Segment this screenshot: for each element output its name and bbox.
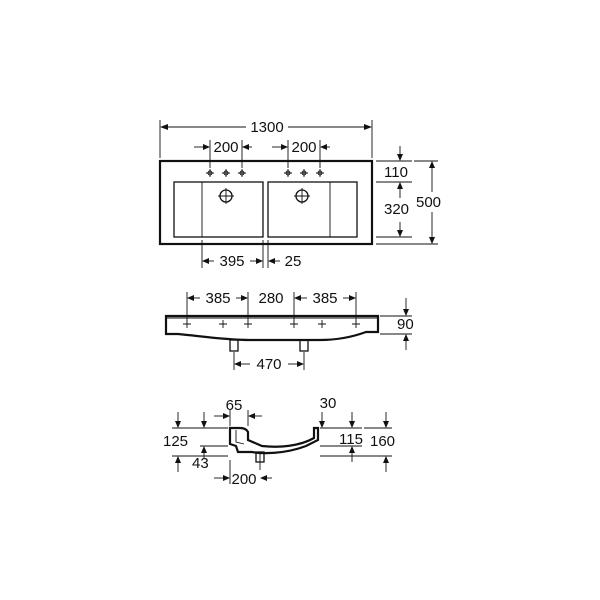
- front-view: 385 280 385 90 470: [164, 290, 414, 373]
- drain-stub-left: [229, 339, 239, 352]
- dim-front-rim: 110: [384, 164, 408, 181]
- drain-stub-right: [299, 339, 309, 352]
- dim-bowl-height: 115: [339, 431, 363, 448]
- dim-offset-right: 385: [312, 290, 337, 307]
- dim-total-depth: 500: [416, 194, 441, 211]
- tap-hole-icon: [206, 169, 246, 177]
- basin-outline-front: [164, 314, 380, 342]
- dim-tap-spacing-right: 200: [291, 139, 316, 156]
- basin-outline-top: [158, 159, 374, 246]
- dim-drain-offset: 200: [231, 471, 256, 488]
- dim-divider: 25: [285, 253, 302, 270]
- dim-bowl-depth: 320: [384, 201, 409, 218]
- dim-height-front: 90: [397, 316, 414, 333]
- tap-hole-icon: [284, 169, 324, 177]
- dim-drain-height: 43: [192, 455, 209, 472]
- dim-center-spacing: 280: [258, 290, 283, 307]
- dim-back-rim: 30: [320, 395, 337, 412]
- dim-bowl-width: 395: [219, 253, 244, 270]
- tap-hole-icon: [183, 320, 360, 328]
- dim-offset-left: 385: [205, 290, 230, 307]
- dim-width: 1300: [250, 119, 283, 136]
- drain-icon: [218, 188, 310, 204]
- top-view: 1300 200 200 110 320: [158, 118, 441, 270]
- dim-height-left: 125: [163, 433, 188, 450]
- dim-rim-inset: 65: [226, 397, 243, 414]
- dim-height-right: 160: [370, 433, 395, 450]
- basin-section-profile: [228, 426, 320, 455]
- dim-drain-spacing: 470: [256, 356, 281, 373]
- section-view: 65 30 125 43 115 160: [163, 395, 395, 488]
- right-bowl: [267, 181, 358, 238]
- dim-tap-spacing-left: 200: [213, 139, 238, 156]
- left-bowl: [173, 181, 264, 238]
